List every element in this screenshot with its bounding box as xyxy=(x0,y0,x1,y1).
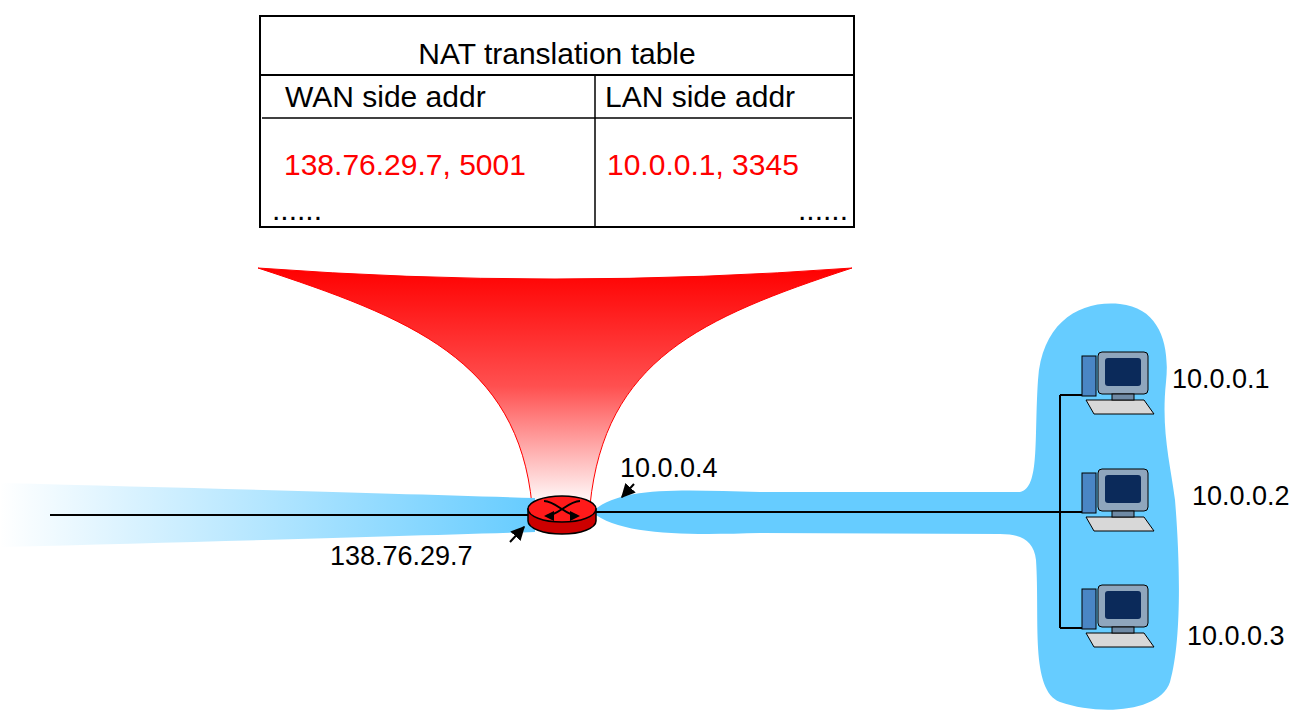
host-address: 10.0.0.3 xyxy=(1187,621,1285,652)
column-header: LAN side addr xyxy=(605,80,795,115)
lan-link xyxy=(1060,511,1082,513)
lan-cloud xyxy=(592,304,1179,710)
lan-link xyxy=(1060,627,1082,629)
lan-link xyxy=(594,511,1060,513)
host-computer xyxy=(1082,352,1154,414)
wan-glow xyxy=(0,483,535,547)
column-header: WAN side addr xyxy=(285,80,486,115)
table-ellipsis: ...... xyxy=(272,193,322,228)
table-rule xyxy=(259,74,855,76)
host-address: 10.0.0.2 xyxy=(1192,481,1290,512)
host-computer xyxy=(1082,585,1154,647)
host-computer xyxy=(1082,469,1154,531)
table-ellipsis: ...... xyxy=(798,193,848,228)
pointer-arrow xyxy=(622,484,634,497)
table-rule xyxy=(594,75,596,228)
table-cell: 10.0.0.1, 3345 xyxy=(607,148,799,183)
interface-address: 138.76.29.7 xyxy=(330,541,473,572)
pointer-arrow xyxy=(510,527,524,542)
zoom-funnel xyxy=(258,268,852,505)
table-cell: 138.76.29.7, 5001 xyxy=(284,148,526,183)
table-title: NAT translation table xyxy=(418,37,695,72)
wan-link xyxy=(50,514,530,516)
table-rule xyxy=(262,117,852,119)
lan-link xyxy=(1060,394,1082,396)
router-symbol xyxy=(528,496,596,534)
interface-address: 10.0.0.4 xyxy=(620,453,718,484)
table-box: NAT translation table xyxy=(259,15,855,228)
host-address: 10.0.0.1 xyxy=(1172,364,1270,395)
